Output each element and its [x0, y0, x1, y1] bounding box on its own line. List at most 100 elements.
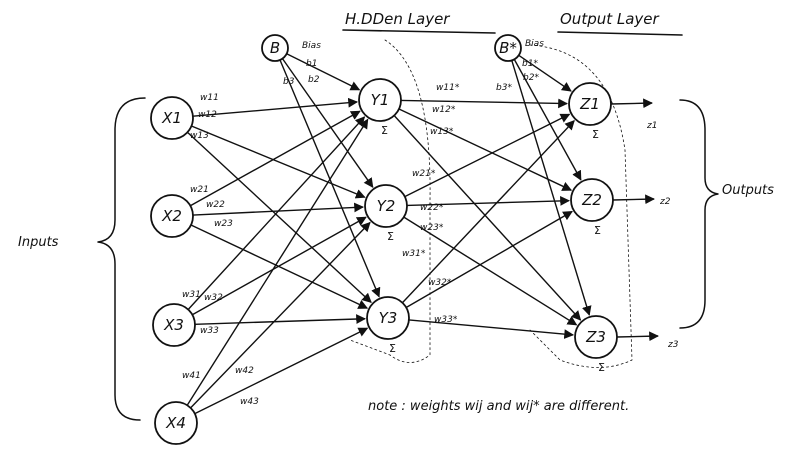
weight-x3-y1: w31: [182, 290, 201, 300]
note-text: note : weights wij and wij* are differen…: [368, 399, 629, 414]
edge-y3-z3: [408, 319, 575, 339]
weight-x1-y3: w13: [190, 131, 209, 141]
input-node-1: X1: [150, 96, 194, 140]
edge-x4-y3: [194, 327, 369, 415]
inputs-brace: [97, 97, 146, 421]
weight-y2-z1: w21*: [412, 169, 436, 179]
hidden-sum-3: Σ: [389, 342, 396, 355]
bias-weight-2: b2: [308, 75, 320, 85]
edge-x2-y1: [189, 110, 361, 207]
edge-y2-z2: [406, 196, 570, 207]
hidden-node-2-label: Y2: [377, 197, 396, 215]
edge-y2-z3: [403, 216, 578, 326]
weight-x3-y3: w33: [200, 326, 219, 336]
edge-x3-y3: [194, 314, 366, 326]
edge-x4-y1: [186, 118, 369, 406]
edge-x3-y1: [187, 116, 366, 310]
hidden-layer-title-underline: [342, 29, 496, 34]
weight-x4-y3: w43: [240, 397, 259, 407]
edge-bias-z1: [518, 54, 572, 92]
hidden-sum-2: Σ: [387, 230, 394, 243]
weight-x1-y2: w12: [198, 110, 217, 120]
output-sum-3: Σ: [598, 361, 605, 374]
edge-x1-y1: [192, 97, 359, 117]
input-node-4-circle: [154, 401, 198, 445]
weight-x2-y2: w22: [206, 200, 225, 210]
weight-y1-z2: w12*: [432, 105, 456, 115]
bias-node: B: [261, 34, 289, 62]
hidden-node-1-circle: [358, 78, 402, 122]
edge-x4-y2: [190, 221, 371, 409]
weight-x3-y2: w32: [204, 293, 223, 303]
weight-y1-z1: w11*: [436, 83, 460, 93]
edge-x1-y2: [191, 125, 366, 199]
input-node-3-circle: [152, 303, 196, 347]
hidden-node-2: Y2: [364, 184, 408, 228]
bias-star-weight-3: b3*: [496, 83, 512, 93]
inputs-label: Inputs: [18, 235, 59, 250]
edge-x1-y3: [186, 131, 372, 304]
bias-node-label: B: [270, 39, 280, 57]
edge-bias-y1: [286, 53, 361, 91]
output-node-1-circle: [568, 82, 612, 126]
hidden-node-3-label: Y3: [379, 309, 398, 327]
weight-y1-z3: w13*: [430, 127, 454, 137]
bias-weight-1: b1: [306, 59, 317, 69]
output-terminal-label-1: z1: [646, 121, 657, 131]
output-node-2-circle: [570, 178, 614, 222]
bias-label: Bias: [302, 41, 321, 51]
input-node-1-circle: [150, 96, 194, 140]
input-node-4-label: X4: [165, 414, 186, 432]
input-node-2: X2: [150, 194, 194, 238]
output-node-3-circle: [574, 315, 618, 359]
bias-star-node: B*: [494, 34, 522, 62]
output-layer-title-underline: [557, 31, 683, 36]
weight-y3-z1: w31*: [402, 249, 426, 259]
input-node-2-circle: [150, 194, 194, 238]
edge-y1-z3: [393, 115, 582, 321]
input-node-1-label: X1: [161, 109, 182, 127]
edge-output-z3: [616, 331, 659, 342]
weight-y2-z2: w22*: [420, 203, 444, 213]
hidden-node-3-circle: [366, 296, 410, 340]
hidden-layer-title: H.DDen Layer: [345, 10, 450, 28]
bias-star-node-circle: [494, 34, 522, 62]
hidden-node-2-circle: [364, 184, 408, 228]
bias-star-weight-2: b2*: [523, 73, 539, 83]
output-node-3: Z3: [574, 315, 618, 359]
output-sum-2: Σ: [594, 224, 601, 237]
output-terminal-label-3: z3: [667, 340, 679, 350]
input-node-3: X3: [152, 303, 196, 347]
edge-y1-z2: [398, 108, 573, 191]
bias-star-node-label: B*: [499, 39, 517, 57]
output-node-1-label: Z1: [579, 95, 600, 113]
weight-y3-z2: w32*: [428, 278, 452, 288]
edge-bias-z2: [513, 59, 582, 181]
output-node-1: Z1: [568, 82, 612, 126]
input-node-4: X4: [154, 401, 198, 445]
edge-bias-y3: [279, 59, 381, 298]
bias-weight-3: b3: [283, 77, 295, 87]
weight-x1-y1: w11: [200, 93, 219, 103]
weight-y2-z3: w23*: [420, 223, 444, 233]
edge-y3-z1: [401, 120, 575, 304]
hidden-node-1: Y1: [358, 78, 402, 122]
weight-x4-y1: w41: [182, 371, 201, 381]
bias-node-circle: [261, 34, 289, 62]
hidden-sum-1: Σ: [381, 124, 388, 137]
hidden-node-3: Y3: [366, 296, 410, 340]
weight-x2-y3: w23: [214, 219, 233, 229]
output-sum-1: Σ: [592, 128, 599, 141]
edge-y3-z2: [405, 210, 573, 309]
output-terminal-label-2: z2: [659, 197, 671, 207]
edge-y2-z1: [404, 113, 571, 198]
weight-y3-z3: w33*: [434, 315, 458, 325]
output-node-2: Z2: [570, 178, 614, 222]
output-node-3-label: Z3: [585, 328, 606, 346]
input-node-2-label: X2: [161, 207, 182, 225]
hidden-layer-outline: [349, 39, 431, 363]
weight-x4-y2: w42: [235, 366, 254, 376]
weight-x2-y1: w21: [190, 185, 209, 195]
